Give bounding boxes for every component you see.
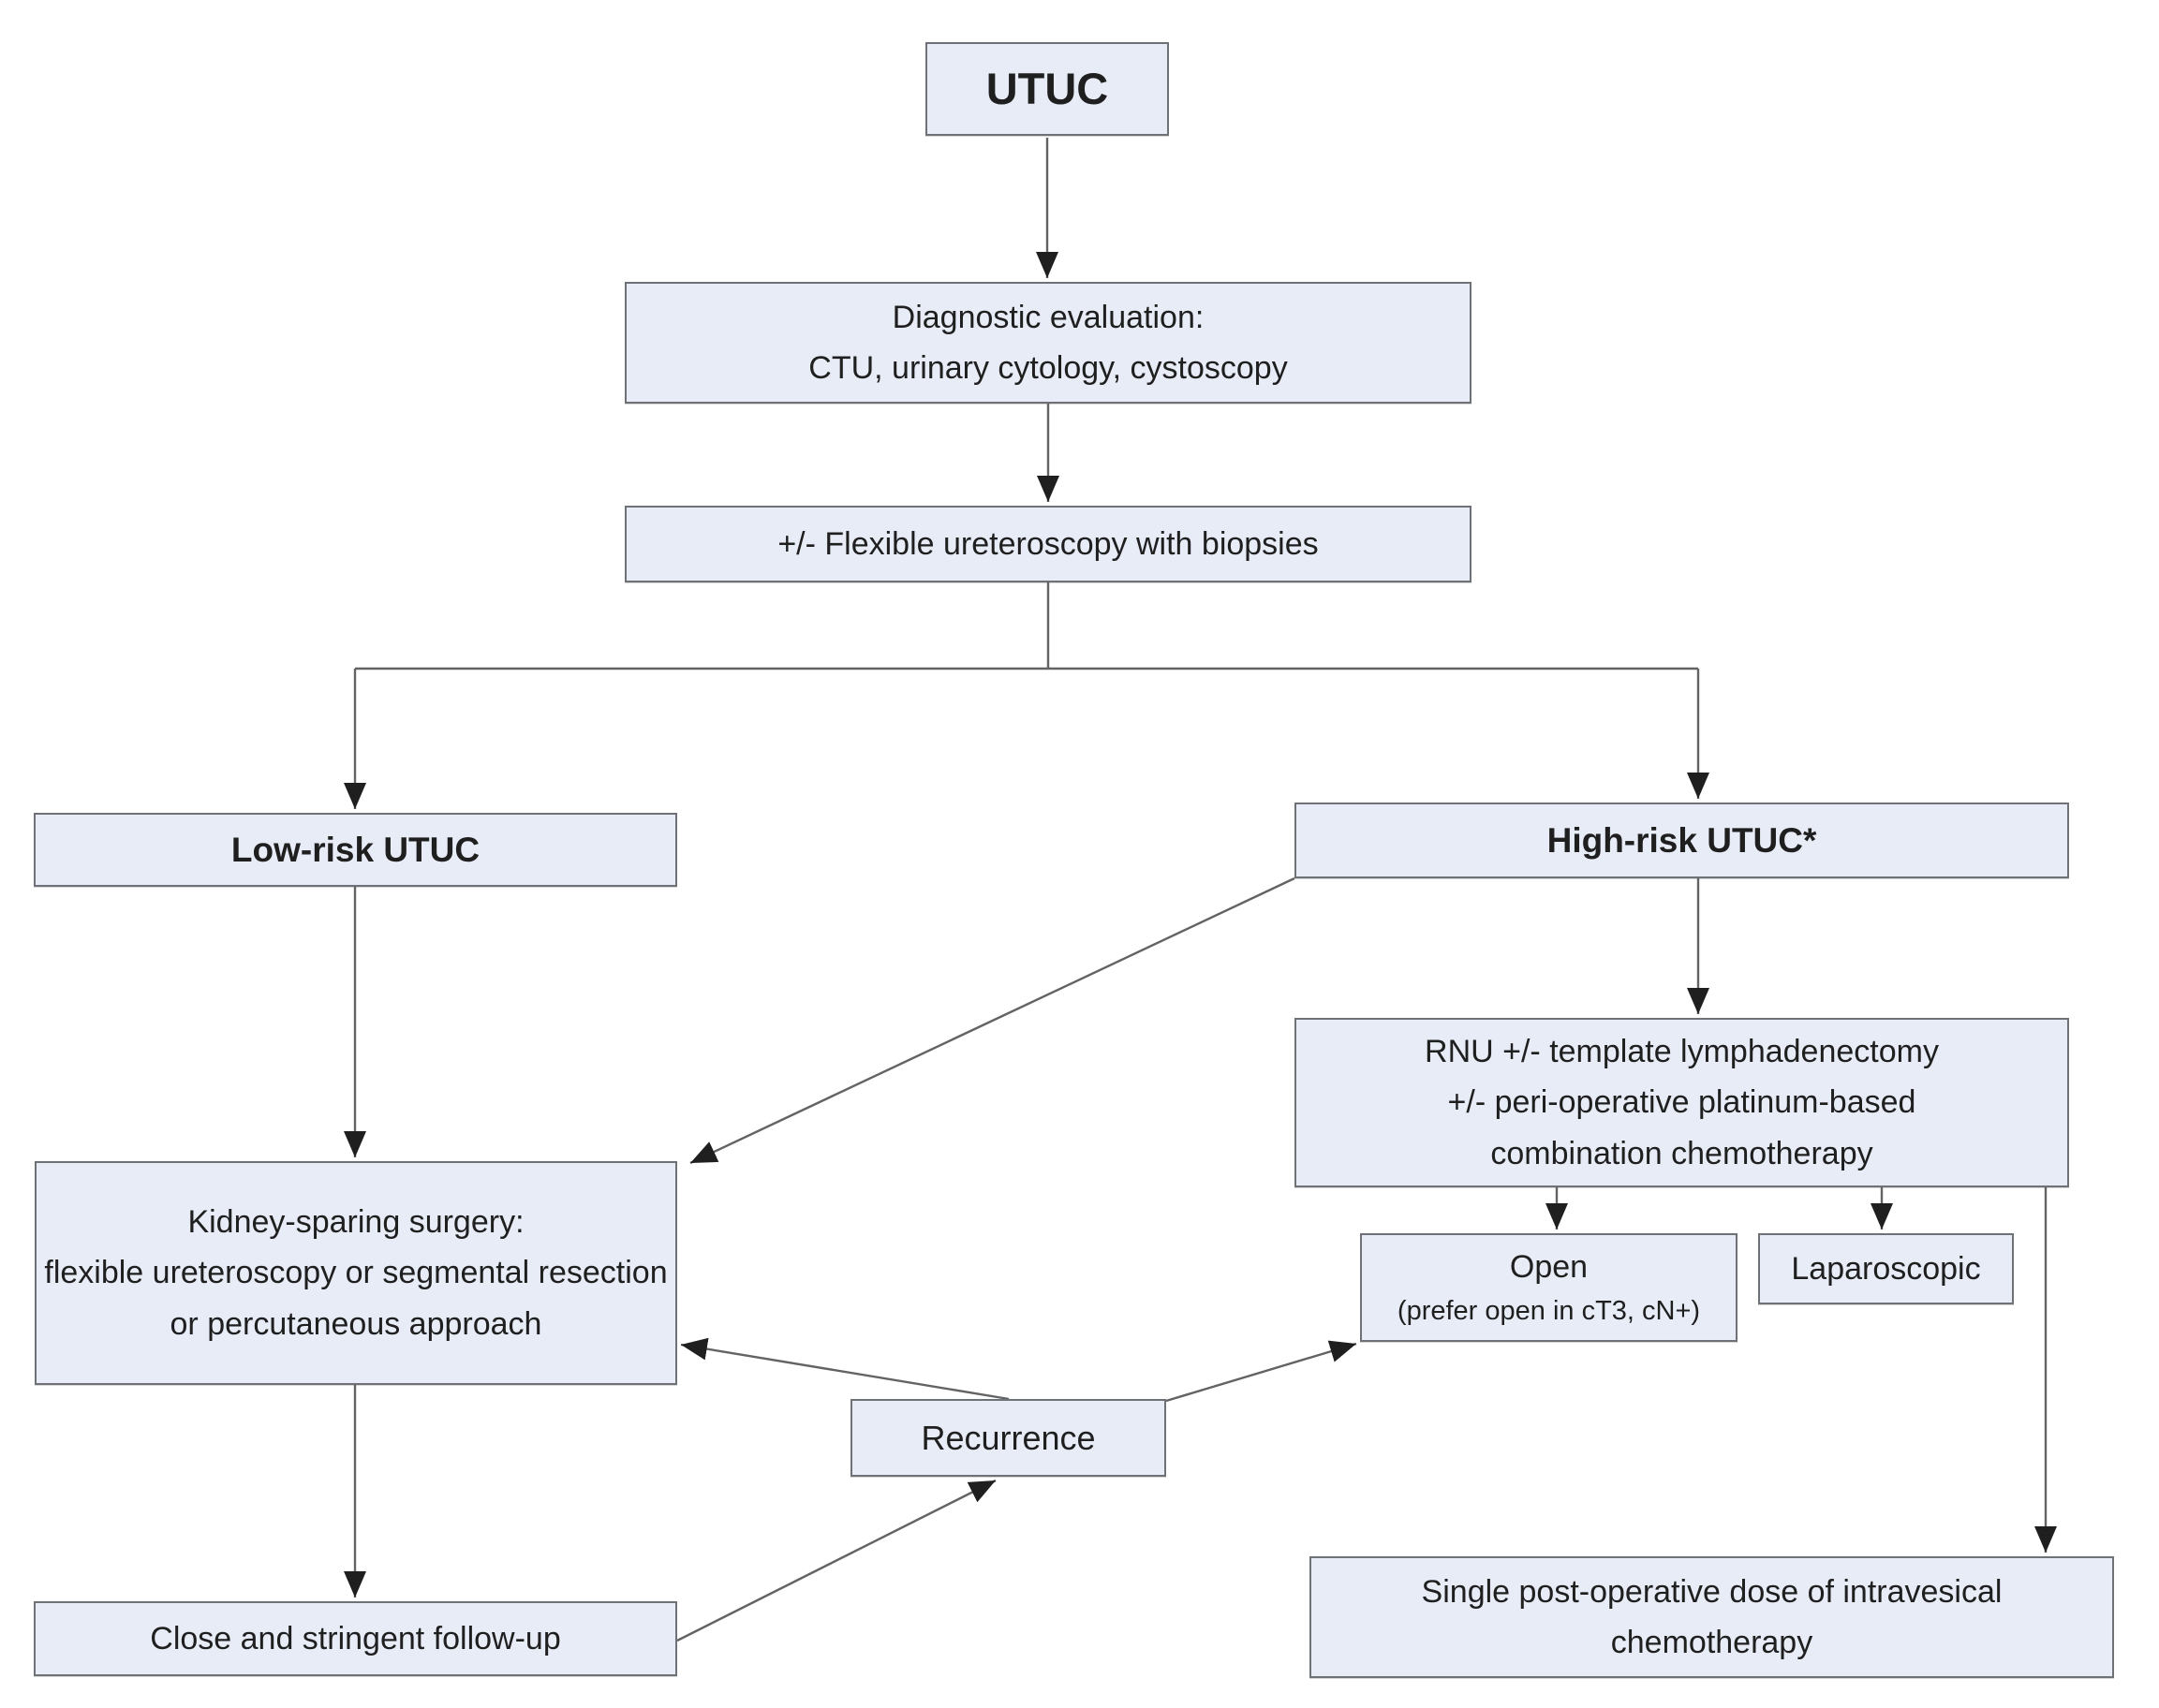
node-single-postop-intravesical-chemo: Single post-operative dose of intravesic… <box>1309 1556 2114 1678</box>
node-open-label: Open <box>1509 1249 1589 1286</box>
node-close-stringent-followup: Close and stringent follow-up <box>34 1601 677 1676</box>
connector-high-risk-to-kidney <box>689 876 1295 1165</box>
node-rnu: RNU +/- template lymphadenectomy +/- per… <box>1294 1018 2069 1187</box>
node-flexible-ureteroscopy: +/- Flexible ureteroscopy with biopsies <box>625 506 1471 582</box>
node-open: Open (prefer open in cT3, cN+) <box>1360 1233 1738 1342</box>
node-rnu-label: RNU +/- template lymphadenectomy +/- per… <box>1425 1033 1939 1171</box>
node-low-risk-utuc: Low-risk UTUC <box>34 813 677 887</box>
node-recurrence: Recurrence <box>850 1399 1166 1477</box>
connector-followup-to-recurrence <box>676 1479 997 1642</box>
node-flexible-ureteroscopy-label: +/- Flexible ureteroscopy with biopsies <box>777 525 1319 562</box>
node-laparoscopic: Laparoscopic <box>1758 1233 2014 1304</box>
node-low-risk-utuc-label: Low-risk UTUC <box>230 830 481 869</box>
node-single-postop-intravesical-chemo-label: Single post-operative dose of intravesic… <box>1421 1573 2003 1660</box>
node-kidney-sparing-surgery-label: Kidney-sparing surgery: flexible uretero… <box>44 1203 668 1342</box>
node-utuc-label: UTUC <box>985 64 1109 114</box>
node-utuc: UTUC <box>925 42 1169 136</box>
node-recurrence-label: Recurrence <box>921 1418 1096 1457</box>
node-high-risk-utuc-label: High-risk UTUC* <box>1546 820 1817 860</box>
node-diagnostic-evaluation: Diagnostic evaluation: CTU, urinary cyto… <box>625 282 1471 404</box>
connector-recurrence-to-open <box>1165 1340 1357 1403</box>
node-open-sublabel: (prefer open in cT3, cN+) <box>1397 1295 1701 1326</box>
node-close-stringent-followup-label: Close and stringent follow-up <box>150 1620 561 1656</box>
node-diagnostic-evaluation-label: Diagnostic evaluation: CTU, urinary cyto… <box>808 299 1288 386</box>
node-high-risk-utuc: High-risk UTUC* <box>1294 802 2069 878</box>
node-laparoscopic-label: Laparoscopic <box>1791 1250 1981 1287</box>
node-kidney-sparing-surgery: Kidney-sparing surgery: flexible uretero… <box>35 1161 677 1385</box>
connector-recurrence-to-kidney <box>680 1337 1010 1401</box>
